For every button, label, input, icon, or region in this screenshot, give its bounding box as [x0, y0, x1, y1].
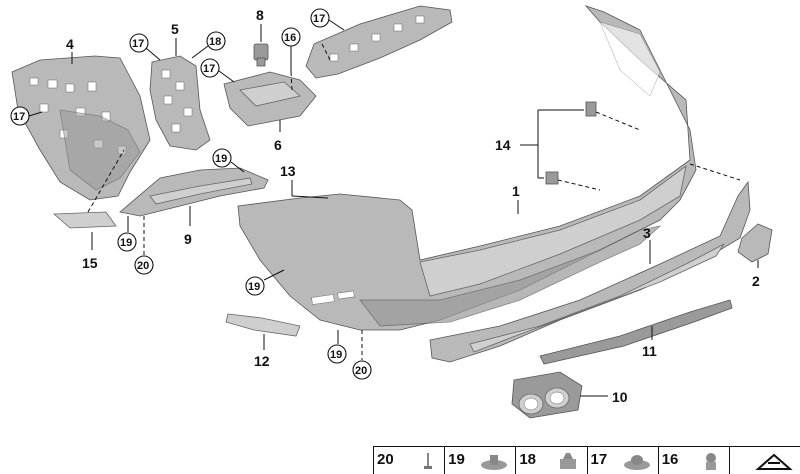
part-top-bracket	[305, 5, 453, 79]
legend-cell-17: 17	[588, 447, 659, 474]
callout-10: 10	[612, 389, 628, 405]
callout-5: 5	[171, 21, 179, 37]
legend-number: 17	[590, 451, 608, 468]
legend-cell-19: 19	[445, 447, 517, 474]
callout-19-c: 19	[248, 281, 260, 293]
part-14-clips	[545, 101, 597, 185]
push-rivet-icon	[481, 455, 508, 470]
callout-19-b: 19	[120, 237, 132, 249]
callout-17-a: 17	[13, 111, 25, 123]
legend-number: 18	[519, 451, 537, 468]
spreader-nut-icon	[623, 455, 650, 470]
callout-4: 4	[66, 36, 74, 52]
callout-18: 18	[209, 36, 221, 48]
clip-icon	[705, 453, 716, 470]
callout-17-b: 17	[132, 38, 144, 50]
callout-11: 11	[642, 343, 657, 359]
callout-1: 1	[512, 183, 520, 199]
arrow-corner-icon	[755, 453, 793, 470]
callout-17-d: 17	[313, 13, 325, 25]
callout-14: 14	[495, 137, 511, 153]
callout-19-a: 19	[215, 153, 227, 165]
legend-cell-arrow	[730, 447, 800, 474]
legend-cell-16: 16	[659, 447, 730, 474]
part-10-exhaust	[511, 371, 583, 419]
callout-20-a: 20	[137, 260, 149, 272]
part-5-bracket	[149, 55, 211, 151]
pin-clip-icon	[424, 453, 433, 469]
part-15-reflector	[52, 211, 117, 229]
legend-number: 20	[377, 451, 394, 468]
callout-20-b: 20	[355, 365, 367, 377]
part-3-diffuser	[429, 180, 751, 363]
callout-13: 13	[280, 163, 296, 179]
legend-cell-20: 20	[374, 447, 446, 474]
part-11-trim	[539, 299, 733, 365]
legend-number: 19	[448, 451, 465, 468]
part-8-pin	[253, 43, 269, 67]
callout-12: 12	[254, 353, 270, 369]
expansion-nut-icon	[559, 453, 576, 469]
callout-17-c: 17	[203, 63, 215, 75]
callout-6: 6	[274, 137, 282, 153]
legend-cell-18: 18	[516, 447, 588, 474]
callout-2: 2	[752, 273, 760, 289]
callout-16: 16	[284, 32, 296, 44]
fastener-legend: 20 19 18 17 16	[373, 446, 800, 474]
part-12-reflector	[225, 313, 301, 337]
callout-15: 15	[82, 255, 98, 271]
callout-8: 8	[256, 7, 264, 23]
callout-9: 9	[184, 231, 192, 247]
part-4-bracket	[11, 55, 151, 201]
callout-3: 3	[643, 225, 651, 241]
part-2-cap	[737, 223, 773, 263]
callout-19-d: 19	[330, 349, 342, 361]
part-1-bumper	[237, 5, 697, 331]
part-6-shield	[223, 71, 317, 127]
legend-number: 16	[661, 451, 679, 468]
part-9-carrier	[119, 167, 269, 217]
